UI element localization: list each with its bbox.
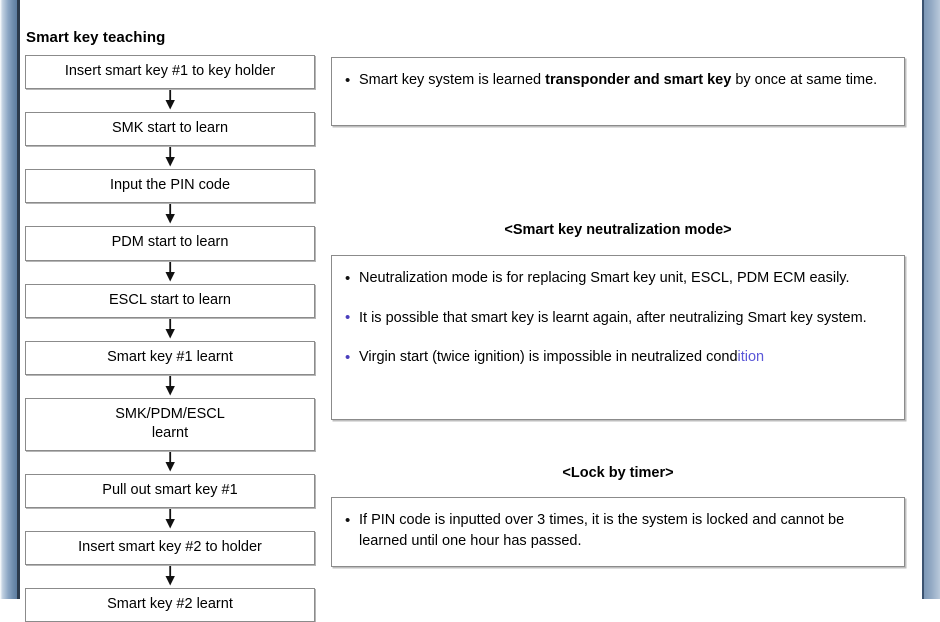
list-item: • Neutralization mode is for replacing S… xyxy=(344,268,890,289)
down-arrow-icon xyxy=(25,318,315,341)
bullet-icon: • xyxy=(345,71,351,89)
flowchart-title: Smart key teaching xyxy=(26,29,166,46)
flow-step-2: SMK start to learn xyxy=(25,112,315,147)
list-item: • If PIN code is inputted over 3 times, … xyxy=(344,510,890,551)
note-text-before: Smart key system is learned xyxy=(359,72,546,88)
heading-lock-by-timer: <Lock by timer> xyxy=(562,465,674,481)
note-text-bold: transponder and smart key xyxy=(545,72,732,88)
list-item: • It is possible that smart key is learn… xyxy=(344,308,890,329)
heading-neutralization-mode: <Smart key neutralization mode> xyxy=(504,222,732,238)
flow-step-10: Smart key #2 learnt xyxy=(25,588,315,622)
flow-step-1: Insert smart key #1 to key holder xyxy=(25,55,315,90)
down-arrow-icon xyxy=(25,203,315,226)
flow-step-5: ESCL start to learn xyxy=(25,283,315,318)
down-arrow-icon xyxy=(25,508,315,531)
down-arrow-icon xyxy=(25,565,315,588)
down-arrow-icon xyxy=(25,451,315,474)
note-box-lock-by-timer: • If PIN code is inputted over 3 times, … xyxy=(331,497,905,567)
left-edge-rule xyxy=(17,0,20,599)
list-item: • Smart key system is learned transponde… xyxy=(344,70,890,91)
note-box-smart-key-system: • Smart key system is learned transponde… xyxy=(331,57,905,126)
left-edge-gradient-stripe xyxy=(0,0,17,599)
note-text: Virgin start (twice ignition) is impossi… xyxy=(359,349,738,366)
flow-step-9: Insert smart key #2 to holder xyxy=(25,531,315,566)
note-text-after: by once at same time. xyxy=(731,72,878,88)
note-list: • If PIN code is inputted over 3 times, … xyxy=(344,510,890,551)
bullet-icon: • xyxy=(345,511,351,529)
flow-step-3: Input the PIN code xyxy=(25,169,315,204)
note-list: • Neutralization mode is for replacing S… xyxy=(344,268,890,368)
note-text-highlighted: ition xyxy=(737,349,765,366)
flow-step-8: Pull out smart key #1 xyxy=(25,474,315,509)
flow-step-6: Smart key #1 learnt xyxy=(25,340,315,375)
list-item: • Virgin start (twice ignition) is impos… xyxy=(344,347,890,368)
slide-content: Smart key teaching Insert smart key #1 t… xyxy=(20,0,922,622)
note-text: If PIN code is inputted over 3 times, it… xyxy=(359,512,845,549)
note-text: Neutralization mode is for replacing Sma… xyxy=(359,270,850,286)
note-list: • Smart key system is learned transponde… xyxy=(344,70,890,91)
flow-step-4: PDM start to learn xyxy=(25,226,315,261)
down-arrow-icon xyxy=(25,146,315,169)
bullet-icon: • xyxy=(345,348,351,366)
bullet-icon: • xyxy=(345,269,351,287)
down-arrow-icon xyxy=(25,89,315,112)
down-arrow-icon xyxy=(25,261,315,284)
right-edge-rule xyxy=(922,0,924,599)
right-edge-gradient-stripe xyxy=(924,0,940,599)
note-text: It is possible that smart key is learnt … xyxy=(359,309,867,326)
bullet-icon: • xyxy=(345,309,351,327)
down-arrow-icon xyxy=(25,375,315,398)
flow-step-7: SMK/PDM/ESCL learnt xyxy=(25,397,315,451)
note-box-neutralization-mode: • Neutralization mode is for replacing S… xyxy=(331,255,905,420)
